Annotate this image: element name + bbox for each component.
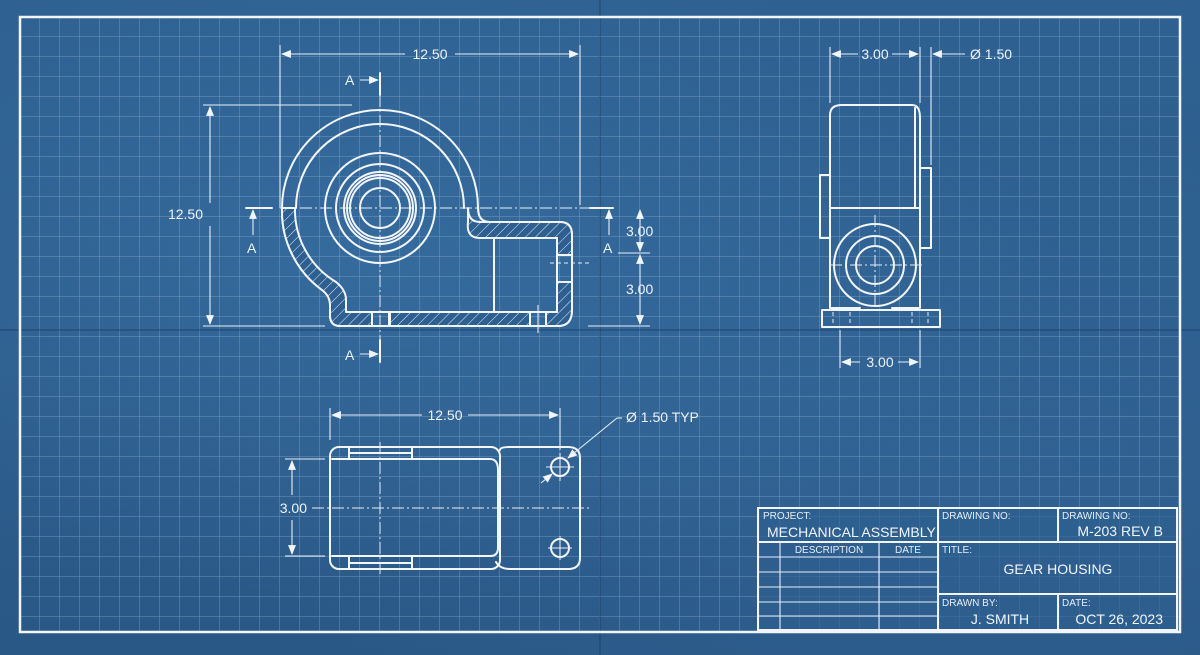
revision-header-description: DESCRIPTION bbox=[795, 545, 863, 556]
side-width-dimension-bottom: 3.00 bbox=[866, 354, 893, 370]
title-block: PROJECT: MECHANICAL ASSEMBLY DESCRIPTION… bbox=[757, 507, 1178, 631]
project-value: MECHANICAL ASSEMBLY bbox=[767, 524, 936, 540]
section-marker-bottom: A bbox=[345, 347, 355, 363]
sheet-border bbox=[18, 15, 1182, 634]
date-label: DATE: bbox=[1062, 598, 1091, 609]
title-label: TITLE: bbox=[942, 545, 972, 556]
front-height-dimension: 12.50 bbox=[168, 206, 203, 222]
side-width-dimension-top: 3.00 bbox=[861, 46, 888, 62]
top-height-dimension: 3.00 bbox=[280, 500, 307, 516]
drawing-no-label-right: DRAWING NO: bbox=[1062, 511, 1131, 522]
section-marker-left: A bbox=[247, 240, 257, 256]
title-value: GEAR HOUSING bbox=[1004, 561, 1113, 577]
side-diameter-dimension: Ø 1.50 bbox=[970, 46, 1012, 62]
date-value: OCT 26, 2023 bbox=[1075, 611, 1163, 627]
upper-step-dimension: 3.00 bbox=[626, 223, 653, 239]
lower-step-dimension: 3.00 bbox=[626, 281, 653, 297]
drawn-by-label: DRAWN BY: bbox=[942, 598, 998, 609]
top-view: 12.50 3.00 Ø 1.50 TYP bbox=[280, 407, 699, 575]
project-label: PROJECT: bbox=[763, 511, 811, 522]
front-width-dimension: 12.50 bbox=[412, 46, 447, 62]
section-marker-right: A bbox=[603, 240, 613, 256]
side-view: 3.00 Ø 1.50 3.00 bbox=[819, 46, 1012, 370]
top-length-dimension: 12.50 bbox=[427, 407, 462, 423]
drawing-no-value: M-203 REV B bbox=[1077, 523, 1163, 539]
section-marker-top: A bbox=[345, 72, 355, 88]
drawn-by-value: J. SMITH bbox=[971, 611, 1029, 627]
drawing-no-label-left: DRAWING NO: bbox=[942, 511, 1011, 522]
revision-header-date: DATE bbox=[895, 545, 921, 556]
hole-callout: Ø 1.50 TYP bbox=[626, 409, 699, 425]
front-section-view: 12.50 12.50 A A A A bbox=[168, 45, 653, 363]
